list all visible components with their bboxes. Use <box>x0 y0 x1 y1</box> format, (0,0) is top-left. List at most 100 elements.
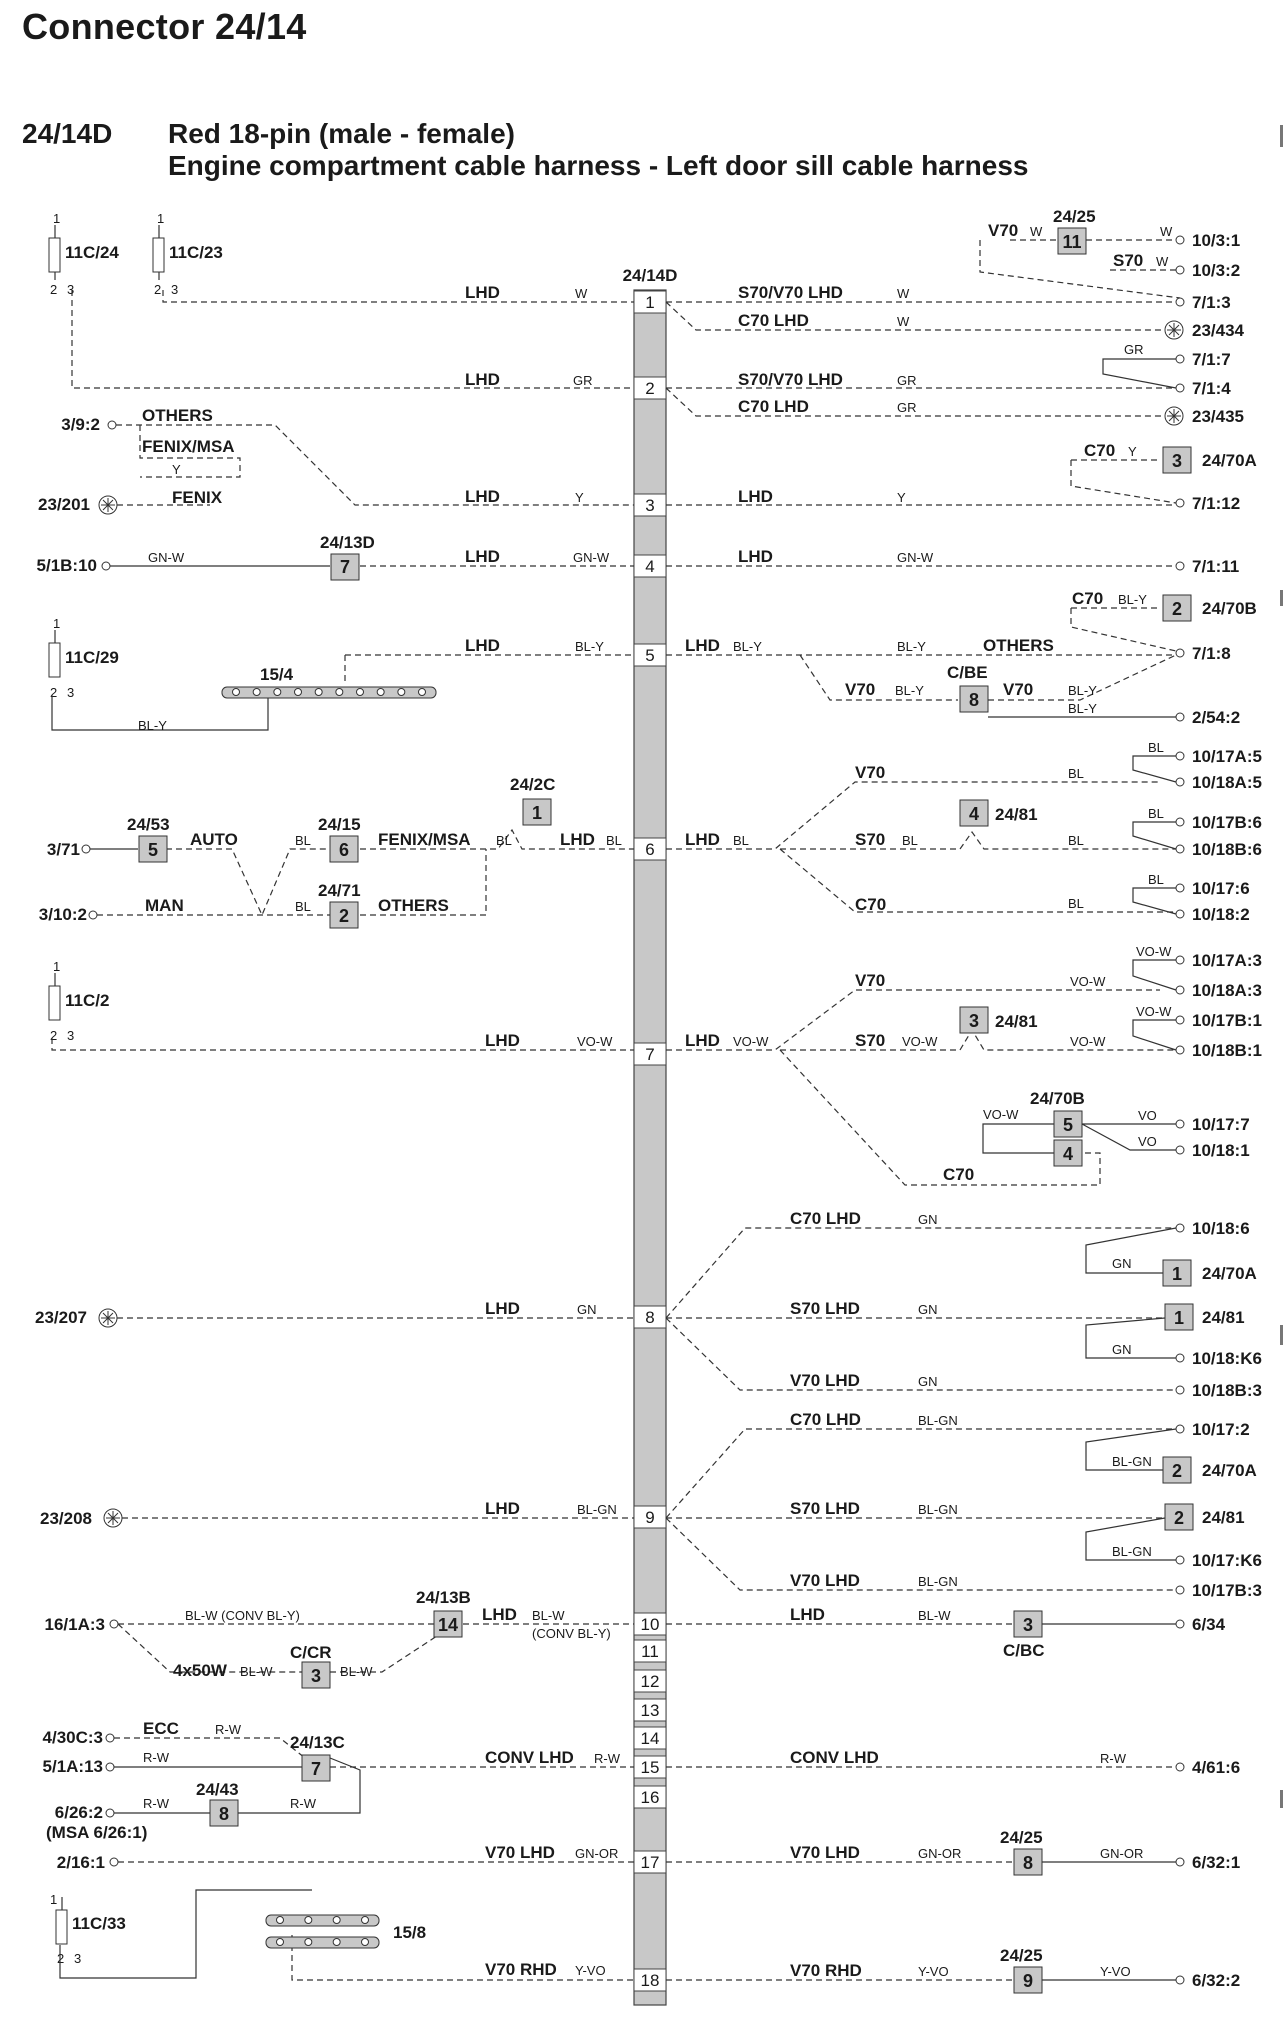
connector-id: 24/14D <box>22 118 113 149</box>
component-label: 24/2C <box>510 775 555 794</box>
svg-text:10/17B:6: 10/17B:6 <box>1192 813 1262 832</box>
svg-text:7/1:11: 7/1:11 <box>1192 557 1239 576</box>
component-label: C/BE <box>947 663 988 682</box>
svg-text:R-W: R-W <box>215 1722 242 1737</box>
svg-text:GN: GN <box>918 1302 938 1317</box>
svg-text:C70 LHD: C70 LHD <box>738 311 809 330</box>
fuse-pin: 3 <box>67 1028 74 1043</box>
svg-text:VO: VO <box>1138 1108 1157 1123</box>
svg-text:MAN: MAN <box>145 896 184 915</box>
svg-text:GN: GN <box>1112 1256 1132 1271</box>
svg-text:BL: BL <box>902 833 918 848</box>
svg-text:7: 7 <box>311 1759 321 1779</box>
fuse-pin: 3 <box>74 1951 81 1966</box>
svg-text:AUTO: AUTO <box>190 830 238 849</box>
fuse-label: 11C/23 <box>169 243 223 262</box>
svg-text:10/17B:3: 10/17B:3 <box>1192 1581 1262 1600</box>
pin-number: 12 <box>641 1672 660 1691</box>
pin-number: 11 <box>641 1642 659 1661</box>
svg-text:LHD: LHD <box>685 636 720 655</box>
svg-text:C70 LHD: C70 LHD <box>738 397 809 416</box>
svg-text:BL-GN: BL-GN <box>1112 1454 1152 1469</box>
svg-text:1: 1 <box>1174 1308 1184 1328</box>
svg-text:BL: BL <box>295 833 311 848</box>
svg-text:4x50W: 4x50W <box>173 1661 228 1680</box>
svg-text:24/70A: 24/70A <box>1202 451 1257 470</box>
pin-number: 18 <box>641 1971 660 1990</box>
component-label: 24/53 <box>127 815 170 834</box>
splice-dot <box>304 1938 313 1946</box>
svg-text:1: 1 <box>532 803 542 823</box>
splice-dot <box>361 1938 369 1946</box>
svg-text:FENIX/MSA: FENIX/MSA <box>378 830 471 849</box>
svg-text:23/201: 23/201 <box>38 495 90 514</box>
svg-text:2: 2 <box>1172 1461 1182 1481</box>
svg-text:V70 LHD: V70 LHD <box>485 1843 555 1862</box>
svg-text:LHD: LHD <box>560 830 595 849</box>
svg-text:10/3:2: 10/3:2 <box>1192 261 1240 280</box>
fuse-label: 11C/33 <box>72 1914 126 1933</box>
fuse-pin: 2 <box>50 282 57 297</box>
svg-text:23/208: 23/208 <box>40 1509 92 1528</box>
svg-text:7/1:8: 7/1:8 <box>1192 644 1231 663</box>
svg-text:V70 LHD: V70 LHD <box>790 1571 860 1590</box>
svg-text:2: 2 <box>1174 1508 1184 1528</box>
svg-text:(CONV BL-Y): (CONV BL-Y) <box>532 1626 611 1641</box>
component-label: 24/13D <box>320 533 375 552</box>
svg-text:10/18:6: 10/18:6 <box>1192 1219 1250 1238</box>
fuse-11c24: 1 2 3 11C/24 <box>48 211 119 297</box>
svg-text:V70 LHD: V70 LHD <box>790 1843 860 1862</box>
pin-number: 14 <box>641 1729 660 1748</box>
left-components: 24/13D 7 15/4 24/53 5 24/15 6 24/71 2 24… <box>127 533 555 1949</box>
fuse-pin: 1 <box>157 211 164 226</box>
svg-text:VO-W: VO-W <box>902 1034 938 1049</box>
svg-text:10/17A:3: 10/17A:3 <box>1192 951 1262 970</box>
svg-text:C70: C70 <box>1084 441 1115 460</box>
fuse-pin: 3 <box>67 685 74 700</box>
svg-text:2/54:2: 2/54:2 <box>1192 708 1240 727</box>
svg-text:S70/V70 LHD: S70/V70 LHD <box>738 283 843 302</box>
svg-text:BL: BL <box>733 833 749 848</box>
svg-text:7/1:7: 7/1:7 <box>1192 350 1231 369</box>
splice-dot <box>276 1916 284 1924</box>
svg-text:VO-W: VO-W <box>1070 974 1106 989</box>
svg-text:(MSA 6/26:1): (MSA 6/26:1) <box>46 1823 147 1842</box>
svg-text:VO-W: VO-W <box>1136 944 1172 959</box>
svg-text:GR: GR <box>573 373 593 388</box>
svg-text:7/1:12: 7/1:12 <box>1192 494 1240 513</box>
pin-number: 15 <box>641 1758 660 1777</box>
edge-mark <box>1280 590 1283 606</box>
svg-text:10/18:2: 10/18:2 <box>1192 905 1250 924</box>
svg-text:R-W: R-W <box>143 1750 170 1765</box>
svg-text:LHD: LHD <box>685 830 720 849</box>
pin-number: 8 <box>645 1308 654 1327</box>
svg-text:BL-Y: BL-Y <box>1068 701 1097 716</box>
svg-text:24/70A: 24/70A <box>1202 1461 1257 1480</box>
svg-text:BL-W: BL-W <box>340 1664 373 1679</box>
svg-text:LHD: LHD <box>465 547 500 566</box>
svg-text:3: 3 <box>1023 1615 1033 1635</box>
svg-text:BL: BL <box>295 899 311 914</box>
svg-text:BL-Y: BL-Y <box>1068 683 1097 698</box>
component-label: 24/71 <box>318 881 361 900</box>
component-label: C/BC <box>1003 1641 1045 1660</box>
svg-text:BL-Y: BL-Y <box>895 683 924 698</box>
connector-harness: Engine compartment cable harness - Left … <box>168 150 1029 181</box>
svg-text:S70: S70 <box>1113 251 1143 270</box>
svg-text:BL-W: BL-W <box>918 1608 951 1623</box>
svg-text:C70: C70 <box>1072 589 1103 608</box>
svg-text:8: 8 <box>219 1804 229 1824</box>
svg-text:BL: BL <box>1068 766 1084 781</box>
svg-text:10/17:K6: 10/17:K6 <box>1192 1551 1262 1570</box>
edge-mark <box>1280 1790 1283 1808</box>
component-label: 24/43 <box>196 1780 239 1799</box>
svg-text:BL: BL <box>1148 872 1164 887</box>
component-label: 24/81 <box>995 805 1038 824</box>
fuse-pin: 3 <box>67 282 74 297</box>
pin-number: 17 <box>641 1853 660 1872</box>
svg-text:Y: Y <box>575 490 584 505</box>
svg-text:S70: S70 <box>855 1031 885 1050</box>
svg-text:6/26:2: 6/26:2 <box>55 1803 103 1822</box>
component-label: 24/70B <box>1030 1089 1085 1108</box>
